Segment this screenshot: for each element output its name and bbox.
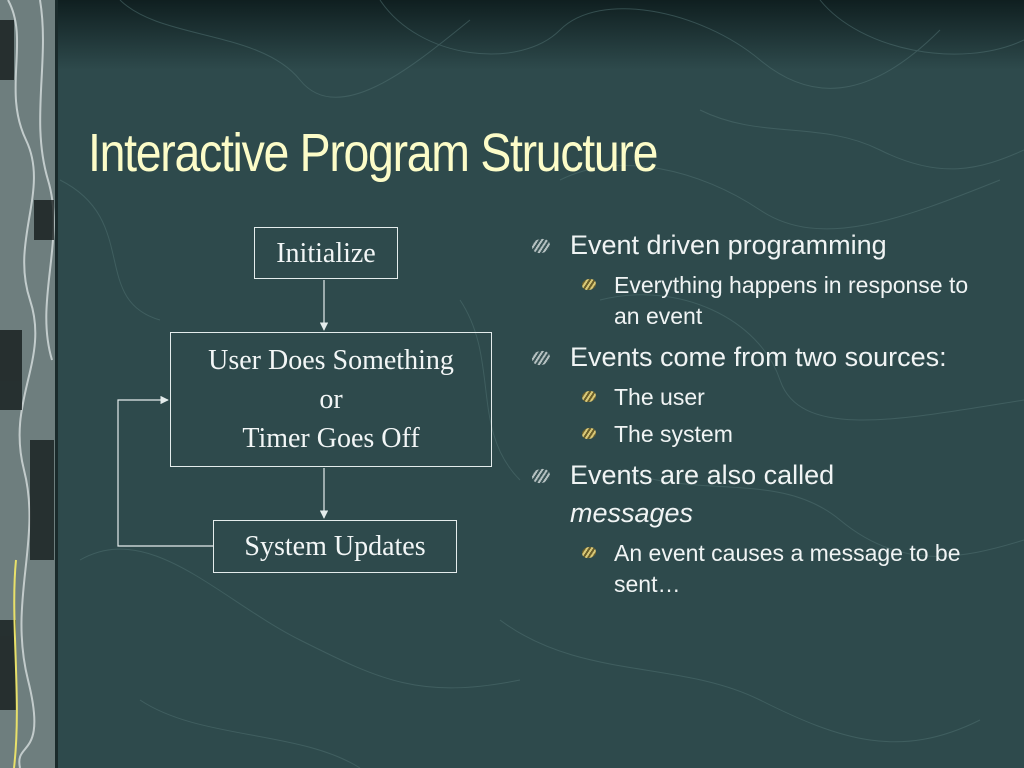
bullet-marker-icon <box>530 349 552 367</box>
sub-bullet-1-1-text: Everything happens in response to an eve… <box>614 272 969 329</box>
sub-bullet-marker-icon <box>581 426 597 441</box>
sub-bullet-marker-icon <box>581 545 597 560</box>
slide-title: Interactive Program Structure <box>88 123 658 183</box>
event-box: User Does Something or Timer Goes Off <box>170 332 492 467</box>
bullet-3: Events are also called messages <box>530 456 970 532</box>
sub-bullet-marker-icon <box>581 277 597 292</box>
bullet-3-text: Events are also called <box>570 460 835 490</box>
sub-bullet-3-1-text: An event causes a message to be sent… <box>614 540 961 597</box>
bullet-marker-icon <box>530 467 552 485</box>
bullet-3-italic-text: messages <box>570 498 694 528</box>
initialize-label: Initialize <box>276 237 376 269</box>
system-updates-label: System Updates <box>244 531 426 562</box>
sub-bullet-1-1: Everything happens in response to an eve… <box>530 270 970 332</box>
sub-bullet-3-1: An event causes a message to be sent… <box>530 538 970 600</box>
sub-bullet-2-1-text: The user <box>614 384 705 410</box>
event-line-2: or <box>319 384 343 415</box>
bullet-2: Events come from two sources: <box>530 338 970 376</box>
sub-bullet-2-2-text: The system <box>614 421 733 447</box>
event-line-3: Timer Goes Off <box>242 423 420 454</box>
initialize-box: Initialize <box>254 227 398 279</box>
sub-bullet-marker-icon <box>581 389 597 404</box>
bullet-2-text: Events come from two sources: <box>570 342 947 372</box>
system-updates-box: System Updates <box>213 520 457 573</box>
sub-bullet-2-1: The user <box>530 382 970 413</box>
event-line-1: User Does Something <box>208 345 454 376</box>
bullet-1: Event driven programming <box>530 226 970 264</box>
bullet-1-text: Event driven programming <box>570 230 887 260</box>
sub-bullet-2-2: The system <box>530 419 970 450</box>
bullet-list: Event driven programming Everything happ… <box>530 226 970 606</box>
bullet-marker-icon <box>530 237 552 255</box>
